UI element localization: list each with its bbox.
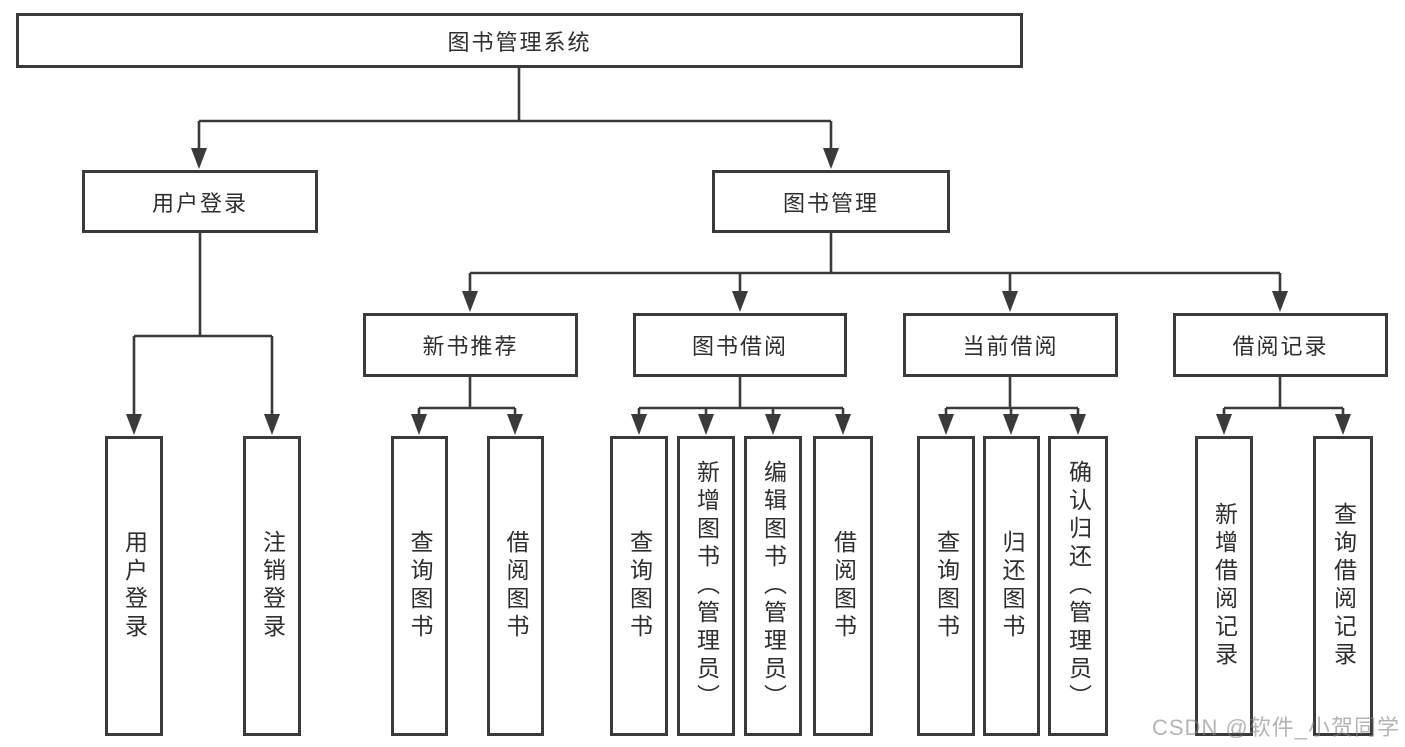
node-label: 图书管理 [782,190,879,216]
arrow-down-icon [835,414,851,435]
leaf-label: 确认归还（管理员） [1065,460,1092,712]
leaf-label: 新增借阅记录 [1211,502,1238,670]
node-library-management-system: 图书管理系统 [16,13,1023,68]
arrow-down-icon [1003,414,1019,435]
leaf-borrow-books-recommend: 借阅图书 [487,436,544,736]
node-current-borrowing: 当前借阅 [903,313,1118,377]
leaf-return-books: 归还图书 [983,436,1040,736]
node-label: 用户登录 [151,190,248,216]
leaf-add-books-admin: 新增图书（管理员） [677,436,735,736]
arrow-down-icon [698,414,714,435]
arrow-down-icon [507,414,523,435]
leaf-label: 借阅图书 [503,530,529,642]
arrow-down-icon [1002,291,1018,312]
leaf-label: 归还图书 [999,530,1025,642]
leaf-query-books-recommend: 查询图书 [391,436,448,736]
leaf-label: 查询图书 [626,530,653,642]
arrow-down-icon [732,291,748,312]
arrow-down-icon [126,414,142,435]
arrow-down-icon [462,291,478,312]
leaf-label: 用户登录 [121,530,148,642]
node-label: 图书借阅 [691,334,788,359]
leaf-confirm-return-admin: 确认归还（管理员） [1048,436,1108,736]
node-new-book-recommend: 新书推荐 [363,313,578,377]
leaf-borrow-books-borrowing: 借阅图书 [813,436,873,736]
node-label: 图书管理系统 [447,29,592,55]
leaf-label: 注销登录 [259,530,286,642]
arrow-down-icon [411,414,427,435]
arrow-down-icon [1216,414,1232,435]
node-book-management: 图书管理 [712,170,950,233]
leaf-user-login: 用户登录 [105,436,163,736]
arrow-down-icon [264,414,280,435]
node-label: 新书推荐 [422,334,519,359]
leaf-query-borrow-record: 查询借阅记录 [1313,436,1373,736]
leaf-label: 查询图书 [407,530,433,642]
node-user-login: 用户登录 [82,170,318,233]
node-label: 当前借阅 [962,334,1059,359]
arrow-down-icon [938,414,954,435]
arrow-down-icon [823,148,839,169]
leaf-label: 新增图书（管理员） [693,460,720,712]
arrow-down-icon [631,414,647,435]
leaf-label: 查询借阅记录 [1330,502,1357,670]
leaf-edit-books-admin: 编辑图书（管理员） [744,436,802,736]
leaf-label: 编辑图书（管理员） [760,460,787,712]
leaf-logout: 注销登录 [243,436,301,736]
node-label: 借阅记录 [1232,334,1329,359]
leaf-add-borrow-record: 新增借阅记录 [1195,436,1253,736]
arrow-down-icon [191,148,207,169]
arrow-down-icon [765,414,781,435]
node-borrowing-records: 借阅记录 [1173,313,1388,377]
leaf-query-books-current: 查询图书 [917,436,975,736]
leaf-label: 查询图书 [933,530,960,642]
csdn-watermark: CSDN @软件_小贺同学 [1152,715,1401,740]
arrow-down-icon [1272,291,1288,312]
node-book-borrowing: 图书借阅 [633,313,847,377]
leaf-query-books-borrowing: 查询图书 [610,436,668,736]
arrow-down-icon [1335,414,1351,435]
leaf-label: 借阅图书 [830,530,857,642]
arrow-down-icon [1070,414,1086,435]
